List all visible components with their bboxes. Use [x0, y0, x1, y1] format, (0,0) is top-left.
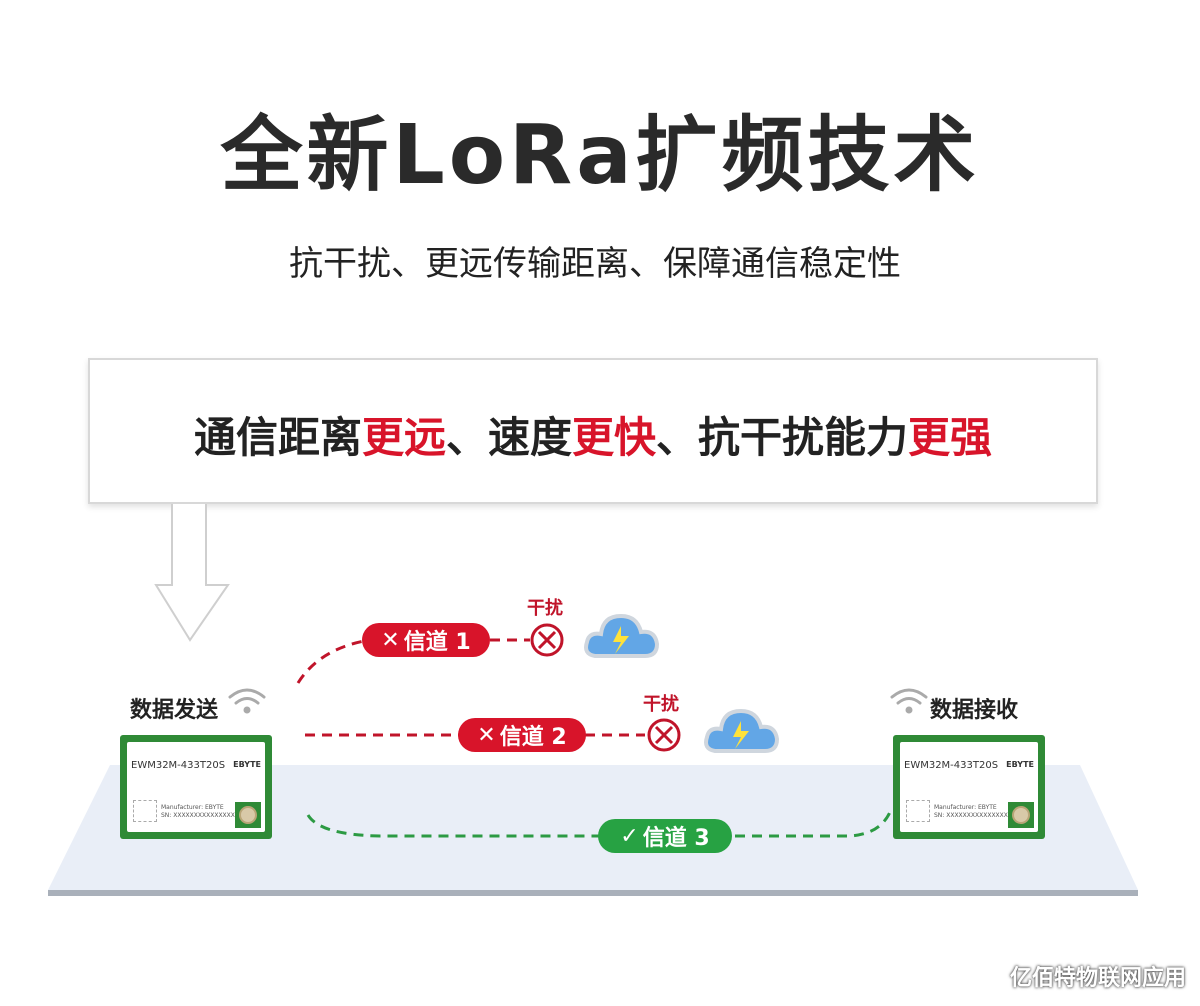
- interference-x-icon: [647, 718, 681, 752]
- manufacturer: Manufacturer: EBYTE: [161, 804, 224, 811]
- pointer-arrow: [154, 504, 230, 642]
- text-part: 、抗干扰能力: [656, 413, 909, 462]
- channel-label: 信道 2: [499, 725, 567, 750]
- antenna-connector-icon: [1008, 802, 1034, 828]
- channel-1-badge: ✕信道 1: [362, 623, 490, 657]
- text-part: 、速度: [445, 413, 572, 462]
- brand-logo: EBYTE: [1006, 760, 1034, 769]
- text-emphasis: 更远: [361, 413, 446, 462]
- wifi-icon: [890, 688, 928, 714]
- receiver-module: EWM32M-433T20S EBYTE Manufacturer: EBYTE…: [893, 735, 1045, 839]
- channel-label: 信道 3: [642, 826, 710, 851]
- cross-icon: ✕: [381, 627, 400, 653]
- highlight-box: [88, 358, 1098, 504]
- serial-number: SN: XXXXXXXXXXXXXXX: [934, 812, 1008, 819]
- highlight-text: 通信距离更远、速度更快、抗干扰能力更强: [88, 404, 1098, 465]
- module-name: EWM32M-433T20S: [904, 760, 999, 771]
- storm-cloud-icon: [704, 708, 780, 753]
- module-name: EWM32M-433T20S: [131, 760, 226, 771]
- storm-cloud-icon: [584, 613, 660, 658]
- channel-3-badge: ✓信道 3: [598, 819, 732, 853]
- channel-label: 信道 1: [403, 630, 471, 655]
- sender-module: EWM32M-433T20S EBYTE Manufacturer: EBYTE…: [120, 735, 272, 839]
- channel-1-line: [296, 638, 530, 684]
- qr-code: [133, 800, 157, 822]
- interference-label: 干扰: [643, 694, 679, 715]
- antenna-connector-icon: [235, 802, 261, 828]
- wifi-icon: [228, 688, 266, 714]
- main-title: 全新LoRa扩频技术: [220, 108, 980, 203]
- channel-3-line: [306, 811, 892, 838]
- cross-icon: ✕: [477, 722, 496, 748]
- platform: [48, 765, 1138, 890]
- platform-edge: [48, 890, 1138, 896]
- channel-2-badge: ✕信道 2: [458, 718, 586, 752]
- manufacturer: Manufacturer: EBYTE: [934, 804, 997, 811]
- text-emphasis: 更强: [908, 413, 993, 462]
- brand-logo: EBYTE: [233, 760, 261, 769]
- interference-label: 干扰: [527, 598, 563, 619]
- qr-code: [906, 800, 930, 822]
- check-icon: ✓: [620, 823, 639, 849]
- watermark: 亿佰特物联网应用: [1009, 966, 1186, 991]
- sender-label: 数据发送: [130, 698, 219, 723]
- interference-x-icon: [530, 623, 564, 657]
- receiver-label: 数据接收: [930, 698, 1019, 723]
- serial-number: SN: XXXXXXXXXXXXXXX: [161, 812, 235, 819]
- text-emphasis: 更快: [572, 413, 657, 462]
- text-part: 通信距离: [193, 413, 362, 462]
- subtitle: 抗干扰、更远传输距离、保障通信稳定性: [289, 244, 901, 284]
